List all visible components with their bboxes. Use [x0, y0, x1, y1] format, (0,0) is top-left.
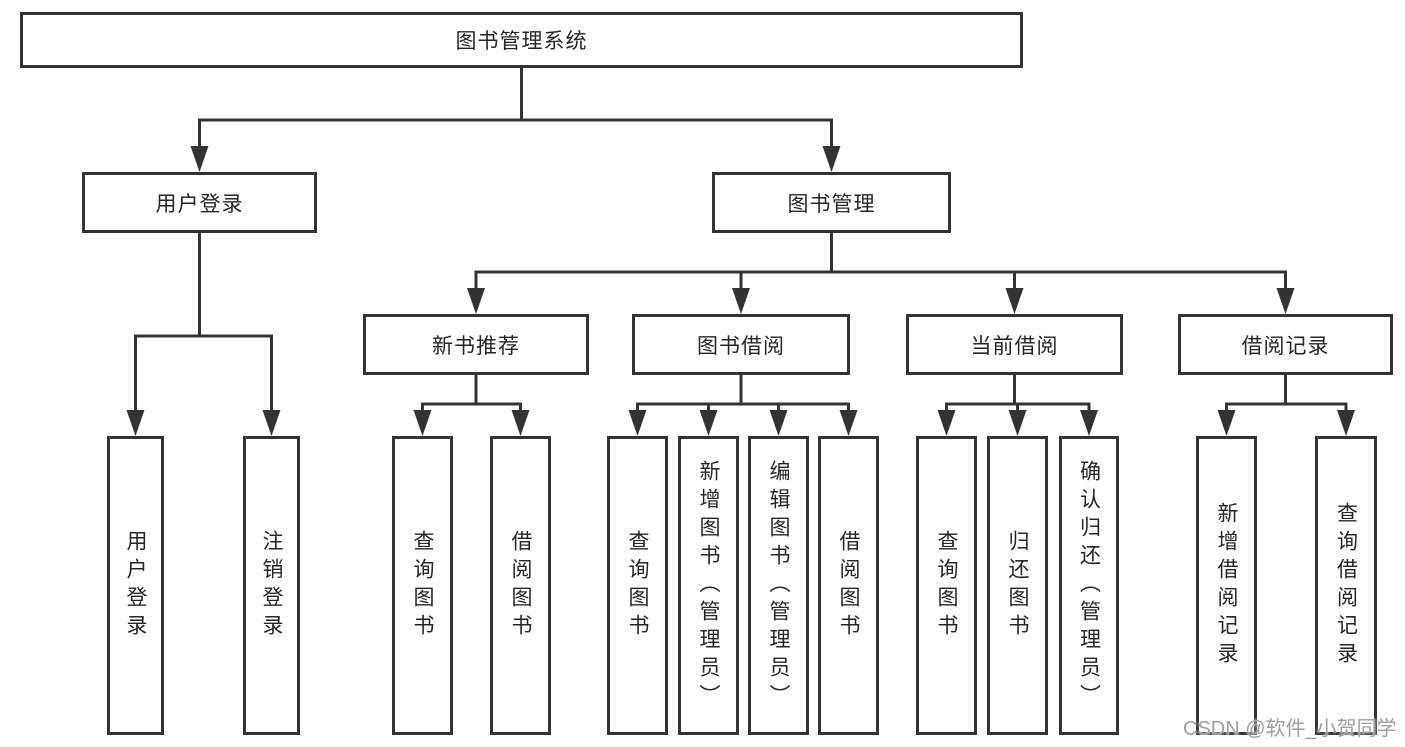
leaf-add-borrow-record-label: 新增借阅记录: [1215, 501, 1238, 670]
leaf-query-books-recommend-label: 查询图书: [411, 529, 434, 642]
leaf-confirm-return-admin-label: 确认归还（管理员）: [1077, 459, 1101, 712]
leaf-confirm-return-admin: 确认归还（管理员）: [1059, 436, 1119, 735]
node-book-management-label: 图书管理: [787, 192, 876, 216]
leaf-return-books-label: 归还图书: [1006, 529, 1029, 642]
node-current-borrow-label: 当前借阅: [970, 334, 1059, 358]
leaf-query-borrow-record-label: 查询借阅记录: [1334, 501, 1358, 670]
leaf-query-books-recommend: 查询图书: [392, 436, 453, 735]
leaf-borrow-books-recommend-label: 借阅图书: [509, 529, 532, 642]
leaf-query-books-current: 查询图书: [916, 436, 977, 735]
node-current-borrow: 当前借阅: [906, 314, 1123, 375]
leaf-borrow-books-label: 借阅图书: [837, 529, 860, 642]
leaf-query-borrow-record: 查询借阅记录: [1315, 436, 1377, 735]
node-library-system: 图书管理系统: [20, 12, 1023, 68]
connector-strokes: [134, 68, 1348, 413]
leaf-add-books-admin: 新增图书（管理员）: [678, 436, 739, 735]
node-borrow-records-label: 借阅记录: [1241, 334, 1330, 358]
node-borrow-records: 借阅记录: [1178, 314, 1393, 375]
leaf-logout-login-label: 注销登录: [260, 529, 283, 642]
leaf-edit-books-admin-label: 编辑图书（管理员）: [767, 459, 790, 712]
node-book-borrow-label: 图书借阅: [697, 334, 785, 358]
leaf-borrow-books-recommend: 借阅图书: [490, 436, 551, 735]
node-user-login: 用户登录: [82, 172, 317, 233]
leaf-edit-books-admin: 编辑图书（管理员）: [748, 436, 809, 735]
leaf-query-books-borrow: 查询图书: [607, 436, 668, 735]
leaf-query-books-current-label: 查询图书: [935, 529, 958, 642]
arrowheads: [126, 146, 1355, 436]
node-book-borrow: 图书借阅: [632, 314, 850, 375]
csdn-watermark: CSDN @软件_小贺同学: [1183, 718, 1397, 740]
leaf-borrow-books: 借阅图书: [818, 436, 879, 735]
leaf-query-books-borrow-label: 查询图书: [626, 529, 649, 642]
leaf-add-books-admin-label: 新增图书（管理员）: [697, 459, 720, 712]
node-new-book-recommend: 新书推荐: [363, 314, 589, 375]
leaf-return-books: 归还图书: [987, 436, 1048, 735]
node-book-management: 图书管理: [712, 172, 951, 233]
node-new-book-recommend-label: 新书推荐: [432, 334, 520, 358]
leaf-logout-login: 注销登录: [243, 436, 300, 735]
leaf-user-login-label: 用户登录: [124, 529, 147, 642]
node-library-system-label: 图书管理系统: [455, 30, 588, 53]
node-user-login-label: 用户登录: [155, 192, 244, 216]
leaf-add-borrow-record: 新增借阅记录: [1196, 436, 1257, 735]
leaf-user-login: 用户登录: [107, 436, 164, 735]
